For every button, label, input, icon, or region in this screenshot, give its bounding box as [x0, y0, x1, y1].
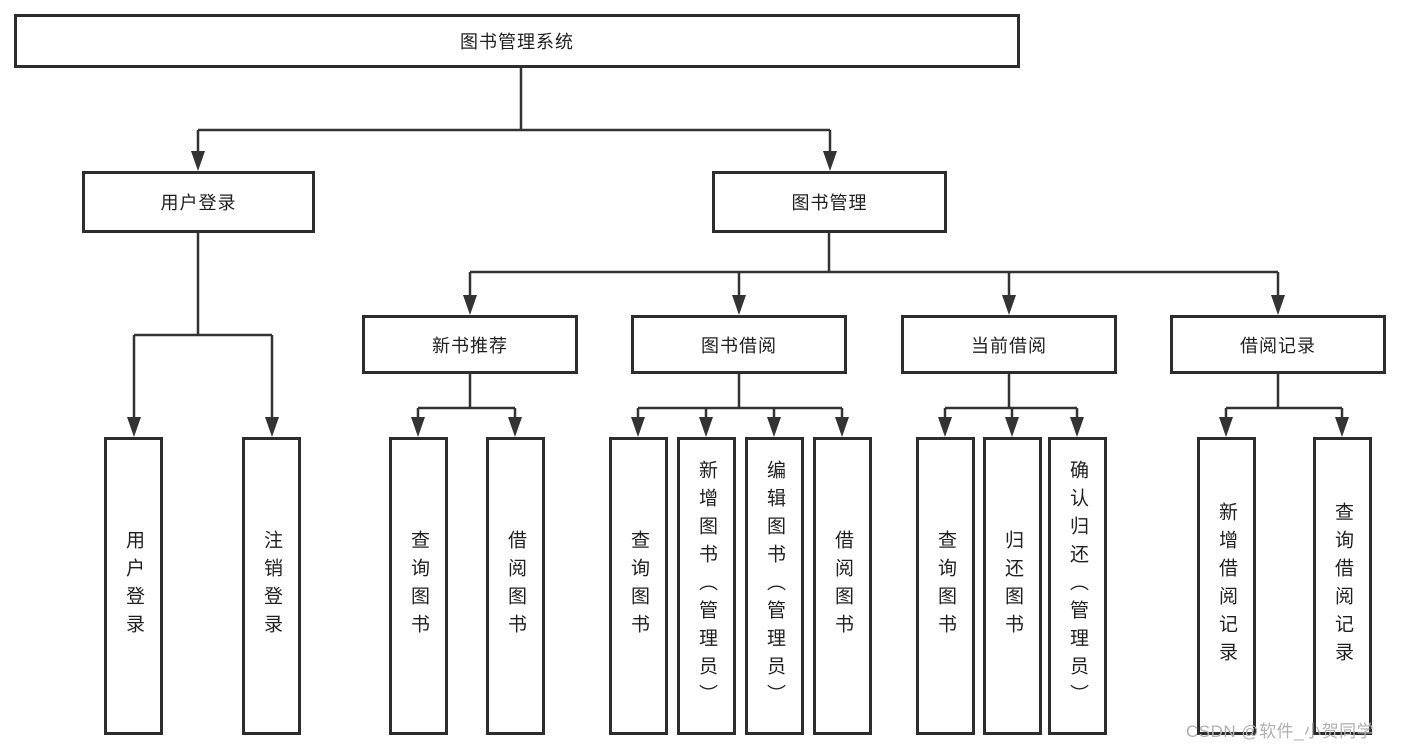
- arrowhead-icon: [1219, 417, 1233, 437]
- connector-record-to-children: [1224, 374, 1344, 421]
- node-leaf-logout-label: 注销登录: [261, 530, 282, 642]
- node-current-borrow-branch-label: 当前借阅: [971, 335, 1047, 356]
- node-leaf-user-login-label: 用户登录: [123, 530, 144, 642]
- node-new-book-branch-label: 新书推荐: [432, 335, 508, 356]
- node-leaf-newbook-query-label: 查询图书: [408, 530, 429, 642]
- node-leaf-borrow-borrow-label: 借阅图书: [832, 530, 853, 642]
- connector-root-to-level2: [196, 68, 832, 155]
- arrowhead-icon: [699, 417, 713, 437]
- node-leaf-borrow-edit: 编辑图书（管理员）: [745, 437, 804, 735]
- node-borrow-branch-label: 图书借阅: [701, 335, 777, 356]
- node-leaf-newbook-query: 查询图书: [389, 437, 448, 735]
- node-leaf-record-query: 查询借阅记录: [1313, 437, 1372, 735]
- csdn-watermark: CSDN @软件_小贺同学: [1186, 722, 1375, 741]
- node-user-login-branch-label: 用户登录: [160, 193, 237, 213]
- arrowhead-icon: [631, 417, 645, 437]
- node-leaf-current-query: 查询图书: [916, 437, 975, 735]
- arrowhead-icon: [1070, 417, 1084, 437]
- node-leaf-newbook-borrow-label: 借阅图书: [505, 530, 526, 642]
- node-leaf-current-confirm-label: 确认归还（管理员）: [1067, 460, 1088, 712]
- arrowhead-icon: [1005, 417, 1019, 437]
- node-borrow-record-branch: 借阅记录: [1170, 315, 1386, 374]
- arrowhead-icon: [1002, 295, 1016, 315]
- node-new-book-branch: 新书推荐: [362, 315, 578, 374]
- node-leaf-record-query-label: 查询借阅记录: [1332, 502, 1353, 670]
- arrowhead-icon: [732, 295, 746, 315]
- node-user-login-branch: 用户登录: [82, 171, 315, 233]
- arrowhead-icon: [411, 417, 425, 437]
- arrowhead-icon: [127, 417, 141, 437]
- node-leaf-borrow-add: 新增图书（管理员）: [677, 437, 736, 735]
- node-root-label: 图书管理系统: [460, 32, 574, 52]
- connector-login-to-children: [132, 233, 274, 421]
- arrowhead-icon: [938, 417, 952, 437]
- connector-current-to-children: [943, 374, 1079, 421]
- node-book-management-branch-label: 图书管理: [791, 193, 868, 213]
- connector-borrow-to-children: [636, 374, 844, 421]
- arrowhead-icon: [823, 151, 837, 171]
- node-leaf-current-return-label: 归还图书: [1002, 530, 1023, 642]
- connector-management-to-level3: [468, 233, 1280, 299]
- node-current-borrow-branch: 当前借阅: [901, 315, 1117, 374]
- arrowhead-icon: [835, 417, 849, 437]
- arrowhead-icon: [463, 295, 477, 315]
- arrowhead-icon: [265, 417, 279, 437]
- node-leaf-logout: 注销登录: [242, 437, 301, 735]
- node-leaf-borrow-edit-label: 编辑图书（管理员）: [764, 460, 785, 712]
- node-leaf-record-add: 新增借阅记录: [1197, 437, 1256, 735]
- node-book-management-branch: 图书管理: [712, 171, 947, 233]
- node-borrow-record-branch-label: 借阅记录: [1240, 335, 1316, 356]
- node-leaf-borrow-query-label: 查询图书: [628, 530, 649, 642]
- node-leaf-record-add-label: 新增借阅记录: [1216, 502, 1237, 670]
- node-root: 图书管理系统: [14, 14, 1020, 68]
- node-leaf-borrow-query: 查询图书: [609, 437, 668, 735]
- arrowhead-icon: [1271, 295, 1285, 315]
- node-leaf-current-confirm: 确认归还（管理员）: [1048, 437, 1107, 735]
- arrowhead-icon: [191, 151, 205, 171]
- node-borrow-branch: 图书借阅: [631, 315, 847, 374]
- node-leaf-user-login: 用户登录: [104, 437, 163, 735]
- node-leaf-current-return: 归还图书: [983, 437, 1042, 735]
- arrowhead-icon: [767, 417, 781, 437]
- connector-newbook-to-children: [416, 374, 517, 421]
- node-leaf-borrow-borrow: 借阅图书: [813, 437, 872, 735]
- node-leaf-newbook-borrow: 借阅图书: [486, 437, 545, 735]
- node-leaf-borrow-add-label: 新增图书（管理员）: [696, 460, 717, 712]
- arrowhead-icon: [508, 417, 522, 437]
- arrowhead-icon: [1335, 417, 1349, 437]
- node-leaf-current-query-label: 查询图书: [935, 530, 956, 642]
